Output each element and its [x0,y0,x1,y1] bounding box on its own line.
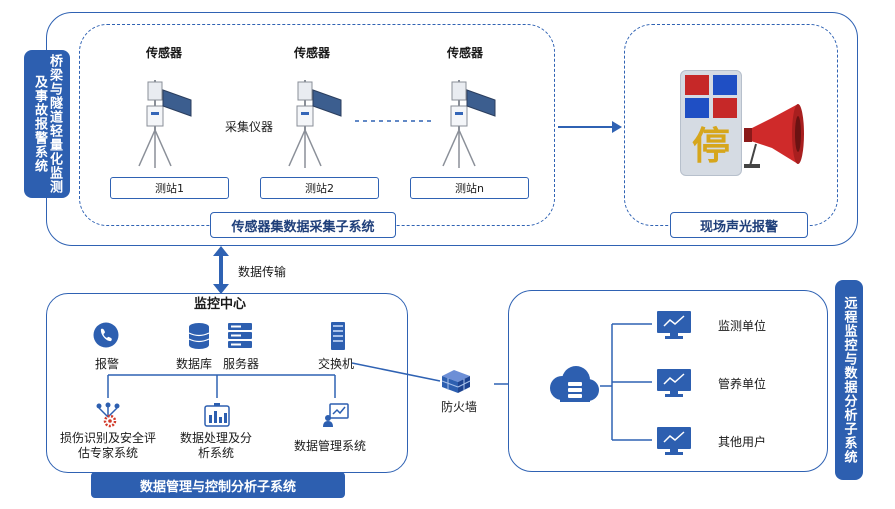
management-system-label: 数据管理系统 [294,439,367,453]
phone-icon [93,322,119,348]
data-processing-icon [204,403,230,427]
cloud-icon [550,366,599,402]
sensor-label-2: 传感器 [294,46,331,60]
monitor-icon [657,427,691,455]
management-subsystem-label: 数据管理与控制分析子系统 [91,472,345,498]
system-title: 桥梁与隧道轻量化监测及事故报警系统 [32,54,62,194]
system-title-tab: 桥梁与隧道轻量化监测及事故报警系统 [24,50,70,198]
station-2: 测站2 [260,177,379,199]
remote-title-tab: 远程监控与数据分析子系统 [835,280,863,480]
monitor-icon [657,369,691,397]
data-management-icon [323,403,349,427]
firewall-icon [441,370,471,393]
transfer-label: 数据传输 [238,265,287,279]
user-label-other: 其他用户 [718,435,767,449]
user-label-maintenance: 管养单位 [718,377,767,391]
station-1: 测站1 [110,177,229,199]
database-icon [188,323,210,349]
sensor-station-icon [138,80,192,168]
processing-system-label: 数据处理及分析系统 [180,431,253,460]
alarm-node-label: 报警 [95,357,120,371]
monitor-icon [657,311,691,339]
server-icon [228,323,252,348]
damage-system-label: 损伤识别及安全评估专家系统 [59,431,156,460]
sensor-label-3: 传感器 [447,46,484,60]
alarm-label: 现场声光报警 [670,212,808,238]
sensor-station-icon [288,80,342,168]
switch-node-label: 交换机 [318,357,355,371]
switch-icon [331,322,345,350]
alarm-sign-icon: 停 [680,70,742,176]
database-node-label: 数据库 [176,357,213,371]
station-n: 测站n [410,177,529,199]
sensor-station-icon [442,80,496,168]
server-node-label: 服务器 [223,357,260,371]
expert-system-icon [96,402,120,428]
user-label-monitoring: 监测单位 [718,319,767,333]
siren-horn-icon [744,104,804,168]
collector-label: 采集仪器 [225,120,274,134]
acquisition-subsystem-label: 传感器集数据采集子系统 [210,212,396,238]
monitor-center-title: 监控中心 [194,297,247,312]
alarm-sign-char: 停 [691,124,730,168]
remote-title: 远程监控与数据分析子系统 [841,296,857,464]
sensor-label-1: 传感器 [146,46,183,60]
firewall-label: 防火墙 [441,400,478,414]
